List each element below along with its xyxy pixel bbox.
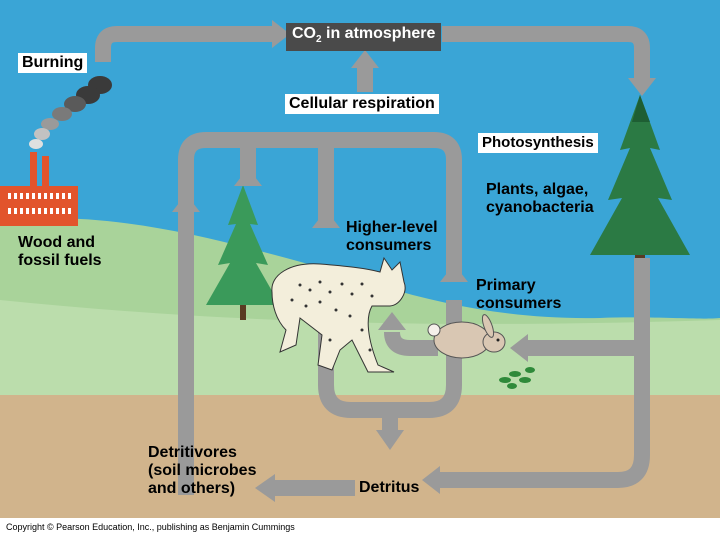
plants-label: Plants, algae, cyanobacteria xyxy=(486,181,594,216)
cellular-respiration-label: Cellular respiration xyxy=(285,94,439,114)
higher-level-consumers-label: Higher-level consumers xyxy=(346,219,438,254)
copyright-strip xyxy=(0,518,720,540)
cycle-arrows xyxy=(95,26,650,496)
smoke-icon xyxy=(29,76,112,149)
burning-label: Burning xyxy=(18,53,88,73)
detritus-label: Detritus xyxy=(359,479,420,496)
copyright-text: Copyright © Pearson Education, Inc., pub… xyxy=(6,522,295,532)
arrow-heads xyxy=(172,20,656,502)
primary-consumers-label: Primary consumers xyxy=(476,277,562,312)
wood-fossil-fuels-label: Wood and fossil fuels xyxy=(18,234,102,269)
lynx-icon xyxy=(271,256,406,373)
factory-icon xyxy=(0,152,78,226)
detritivores-label: Detritivores (soil microbes and others) xyxy=(148,444,257,497)
co2-atmosphere-label: CO2 in atmosphere xyxy=(286,23,442,52)
spruce-tree-icon xyxy=(206,185,280,320)
seedling-icon xyxy=(499,367,535,389)
rabbit-icon xyxy=(427,314,506,359)
photosynthesis-label: Photosynthesis xyxy=(478,133,598,153)
